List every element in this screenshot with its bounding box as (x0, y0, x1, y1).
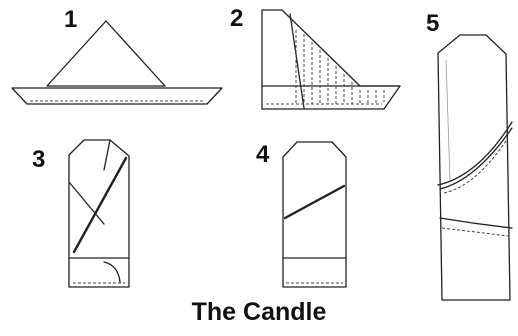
step-1-number: 1 (64, 8, 77, 32)
step-5-illustration (438, 35, 512, 300)
step-5-number: 5 (426, 12, 439, 36)
step-4-number: 4 (256, 143, 269, 167)
step-2-number: 2 (230, 7, 243, 31)
step-3-illustration (69, 140, 129, 287)
step-1-illustration (12, 21, 222, 104)
step-3-outline (69, 140, 129, 287)
step-4-illustration (283, 142, 346, 287)
step-2-outline (262, 10, 400, 109)
step-1-base-strip (12, 88, 222, 104)
step-2-illustration (262, 10, 400, 109)
step-3-number: 3 (32, 148, 45, 172)
diagram-caption: The Candle (0, 300, 518, 325)
